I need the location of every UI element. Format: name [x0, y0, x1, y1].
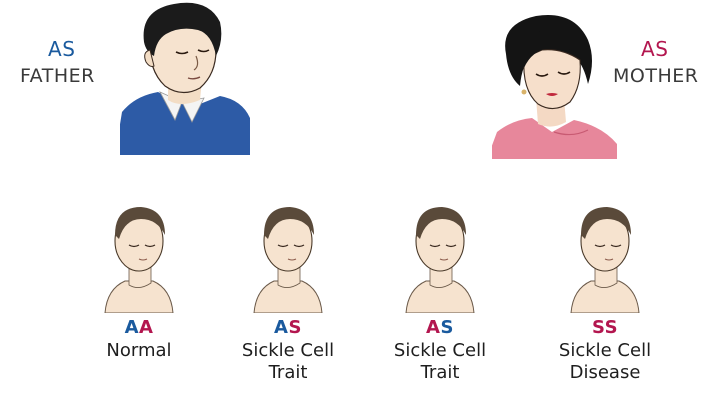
child-label-line-1: Sickle Cell: [545, 340, 665, 362]
child-gene-1: A: [125, 317, 139, 338]
child-label-line-2: Trait: [228, 362, 348, 384]
child-label-line-2: Disease: [545, 362, 665, 384]
father-label: FATHER: [20, 65, 95, 87]
child-genotype: SS: [545, 317, 665, 339]
child-illustration: [565, 195, 645, 313]
child-illustration: [400, 195, 480, 313]
child-illustration: [99, 195, 179, 313]
mother-label: MOTHER: [613, 65, 698, 87]
child-label: Sickle Cell Trait: [228, 340, 348, 384]
father-illustration: [120, 0, 250, 155]
mother-gene-2: S: [655, 37, 668, 61]
father-genotype: AS: [48, 38, 75, 60]
child-label: Normal: [79, 340, 199, 362]
child-illustration: [248, 195, 328, 313]
child-1: AA Normal: [79, 195, 199, 400]
child-genotype: AS: [228, 317, 348, 339]
mother-illustration: [492, 14, 622, 159]
child-4: SS Sickle Cell Disease: [545, 195, 665, 400]
child-gene-1: A: [274, 317, 288, 338]
child-label-line-1: Sickle Cell: [380, 340, 500, 362]
mother-genotype: AS: [641, 38, 668, 60]
child-label-line-1: Sickle Cell: [228, 340, 348, 362]
child-label-line-1: Normal: [79, 340, 199, 362]
child-genotype: AA: [79, 317, 199, 339]
child-gene-1: A: [426, 317, 440, 338]
child-gene-2: S: [605, 317, 618, 338]
child-gene-2: A: [139, 317, 153, 338]
father-gene-1: A: [48, 37, 62, 61]
child-gene-2: S: [440, 317, 453, 338]
child-gene-1: S: [592, 317, 605, 338]
child-gene-2: S: [288, 317, 301, 338]
child-3: AS Sickle Cell Trait: [380, 195, 500, 400]
mother-gene-1: A: [641, 37, 655, 61]
father-gene-2: S: [62, 37, 75, 61]
child-label: Sickle Cell Trait: [380, 340, 500, 384]
child-2: AS Sickle Cell Trait: [228, 195, 348, 400]
child-genotype: AS: [380, 317, 500, 339]
child-label: Sickle Cell Disease: [545, 340, 665, 384]
child-label-line-2: Trait: [380, 362, 500, 384]
